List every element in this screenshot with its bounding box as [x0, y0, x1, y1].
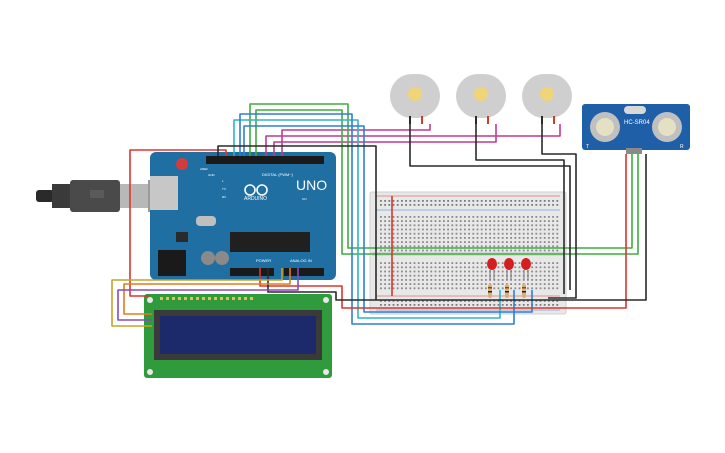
wire-black-board — [217, 145, 377, 300]
rx-label: RX — [222, 195, 226, 199]
aref-label: AREF — [200, 167, 208, 171]
gnd-label: GND — [208, 173, 216, 177]
ultrasonic-sensor: HC-SR04 T R — [582, 104, 690, 154]
on-label: ON — [302, 197, 307, 201]
wire-orange-lcd — [123, 268, 291, 315]
wire-cyan-1 — [233, 119, 501, 319]
wire-cyan-2 — [239, 113, 515, 325]
dc-motor-3 — [522, 74, 572, 124]
wire-yellow-lcd — [111, 268, 283, 327]
power-header — [230, 268, 274, 276]
l-label: L — [222, 179, 224, 183]
resistor-2 — [505, 284, 509, 298]
digital-header — [206, 156, 324, 164]
breadboard — [369, 191, 567, 315]
led-3 — [521, 258, 531, 280]
wire-magenta-2 — [273, 124, 497, 156]
sensor-right-mark: R — [680, 144, 684, 150]
dc-motor-2 — [456, 74, 506, 124]
wires — [111, 103, 647, 327]
wire-black-gnd — [267, 154, 647, 301]
wire-magenta-3 — [281, 124, 431, 156]
wire-purple-lcd — [117, 268, 299, 321]
arduino-logo-icon — [244, 184, 268, 196]
resistor-3 — [522, 284, 526, 298]
wire-green-1 — [249, 103, 633, 249]
wire-black-motor-2 — [475, 124, 565, 294]
wire-red-vcc — [259, 154, 627, 309]
wire-magenta-1 — [265, 124, 561, 156]
lcd-screen — [160, 316, 316, 354]
digital-label: DIGITAL (PWM~) — [262, 172, 294, 177]
resistor-1 — [488, 284, 492, 298]
lcd-display — [144, 294, 332, 378]
motor-shaft-icon — [408, 87, 422, 101]
reset-button[interactable] — [176, 158, 188, 170]
sensor-model: HC-SR04 — [624, 120, 650, 126]
led-2 — [504, 258, 514, 280]
led-1 — [487, 258, 497, 280]
board-maker: ARDUINO — [244, 196, 267, 202]
wire-black-motor-3 — [541, 124, 577, 299]
usb-cable — [36, 180, 168, 212]
tx-label: TX — [222, 187, 226, 191]
wire-green-2 — [255, 109, 639, 255]
wire-black-motor-1 — [409, 124, 571, 290]
lcd-pins — [160, 297, 253, 300]
power-label: POWER — [256, 258, 271, 263]
motor-shaft-icon — [474, 87, 488, 101]
dc-motor-1 — [390, 74, 440, 124]
analog-header — [284, 268, 324, 276]
arduino-board: UNO ARDUINO DIGITAL (PWM~) POWER ANALOG … — [150, 152, 336, 280]
board-brand: UNO — [296, 177, 327, 193]
wire-red-board — [129, 149, 227, 297]
microcontroller-chip — [230, 232, 310, 252]
motor-shaft-icon — [540, 87, 554, 101]
analog-label: ANALOG IN — [290, 258, 312, 263]
sensor-left-mark: T — [586, 144, 589, 150]
